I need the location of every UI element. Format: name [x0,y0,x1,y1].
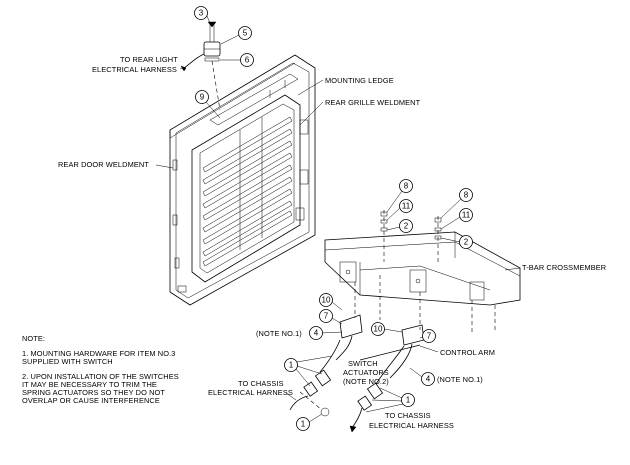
balloon-4-right: 4 [421,372,435,386]
svg-text:11: 11 [462,211,471,220]
bolt-stack-right [434,216,442,262]
label-switch-3: (NOTE NO.2) [343,377,389,386]
balloon-1-left: 1 [284,358,298,372]
svg-text:1: 1 [406,396,411,405]
balloon-7-right: 7 [422,329,436,343]
rear-door-weldment [169,54,316,306]
balloon-7-left: 7 [319,309,333,323]
label-chassis-left-2: ELECTRICAL HARNESS [208,388,293,397]
balloon-3: 3 [194,6,208,20]
balloon-1-right: 1 [401,393,415,407]
notes-title: NOTE: [22,334,45,343]
switch-actuator-right [349,324,425,433]
label-chassis-right-1: TO CHASSIS [385,411,431,420]
label-control-arm: CONTROL ARM [440,348,495,357]
svg-text:10: 10 [374,325,383,334]
svg-text:2: 2 [404,222,409,231]
balloon-6: 6 [240,53,254,67]
notes-block: NOTE: 1. MOUNTING HARDWARE FOR ITEM NO.3… [22,334,179,405]
note-line: 1. MOUNTING HARDWARE FOR ITEM NO.3 [22,349,175,358]
label-mounting-ledge: MOUNTING LEDGE [325,76,394,85]
svg-text:4: 4 [314,329,319,338]
svg-text:5: 5 [243,29,248,38]
svg-text:7: 7 [427,332,432,341]
balloon-11-right: 11 [459,208,473,222]
label-rear-door: REAR DOOR WELDMENT [58,160,149,169]
note-line: SPRING ACTUATORS SO THEY DO NOT [22,388,165,397]
balloon-10-right: 10 [371,322,385,336]
note-line: IT MAY BE NECESSARY TO TRIM THE [22,380,157,389]
label-switch-1: SWITCH [348,359,378,368]
balloon-8-left: 8 [399,179,413,193]
balloon-1-bottom: 1 [296,417,310,431]
svg-text:8: 8 [404,182,409,191]
bolt-stack-left [380,210,388,262]
balloon-8-right: 8 [459,188,473,202]
switch-actuator-left [289,314,363,417]
t-bar-crossmember [324,231,521,335]
label-rear-grille: REAR GRILLE WELDMENT [325,98,421,107]
svg-text:7: 7 [324,312,329,321]
label-chassis-right-2: ELECTRICAL HARNESS [369,421,454,430]
svg-text:9: 9 [200,93,205,102]
svg-text:3: 3 [199,9,204,18]
label-rear-light-2: ELECTRICAL HARNESS [92,65,177,74]
balloon-2-right: 2 [459,235,473,249]
note-line: SUPPLIED WITH SWITCH [22,357,113,366]
balloon-9: 9 [195,90,209,104]
balloon-2-left: 2 [399,219,413,233]
label-rear-light-1: TO REAR LIGHT [120,55,178,64]
balloon-5: 5 [238,26,252,40]
note-line: OVERLAP OR CAUSE INTERFERENCE [22,396,160,405]
label-note1-right: (NOTE NO.1) [437,375,483,384]
svg-text:8: 8 [464,191,469,200]
rear-grille-weldment [191,94,309,283]
svg-text:4: 4 [426,375,431,384]
balloon-10-left: 10 [319,293,333,307]
balloon-4-left: 4 [309,326,323,340]
svg-text:6: 6 [245,56,250,65]
svg-text:1: 1 [301,420,306,429]
svg-text:11: 11 [402,202,411,211]
svg-text:10: 10 [322,296,331,305]
note-line: 2. UPON INSTALLATION OF THE SWITCHES [22,372,179,381]
label-chassis-left-1: TO CHASSIS [238,379,284,388]
label-note1-left: (NOTE NO.1) [256,329,302,338]
rear-light-switch [180,21,221,111]
svg-text:2: 2 [464,238,469,247]
label-switch-2: ACTUATORS [343,368,389,377]
balloon-11-left: 11 [399,199,413,213]
label-t-bar: T-BAR CROSSMEMBER [522,263,606,272]
svg-text:1: 1 [289,361,294,370]
mounting-ledge [209,73,299,126]
